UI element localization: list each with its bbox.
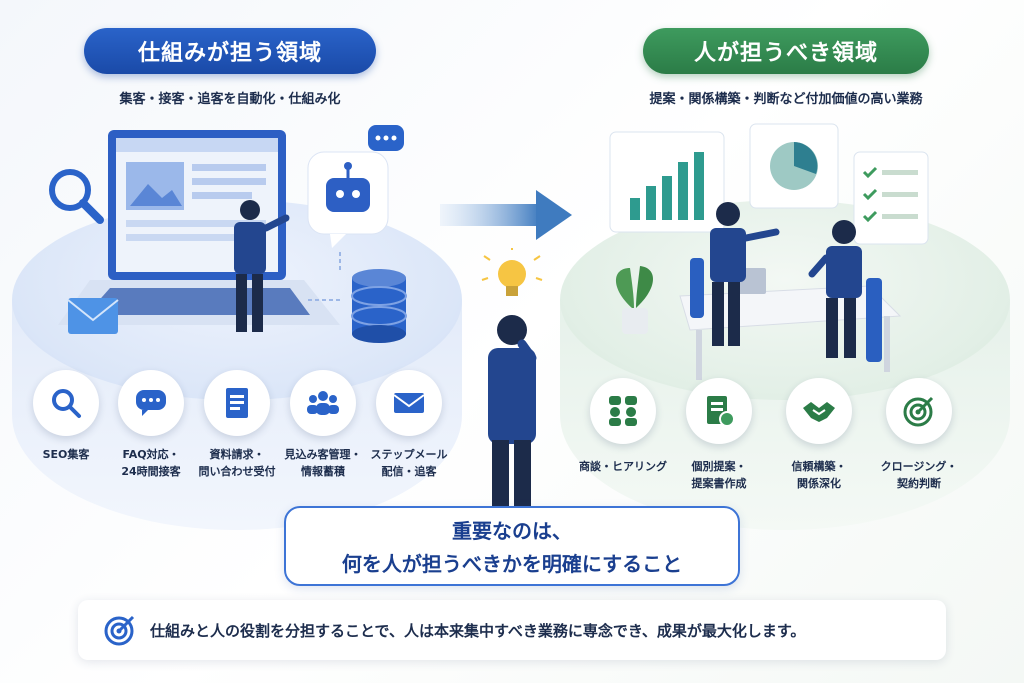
meeting-illustration xyxy=(609,123,929,380)
mail-icon xyxy=(393,393,425,413)
envelope-icon xyxy=(67,298,119,334)
trust-item-circle xyxy=(786,378,852,444)
mail-item-circle xyxy=(376,370,442,436)
right-item-label-2: 個別提案・ 提案書作成 xyxy=(691,460,747,491)
search-icon xyxy=(52,389,81,418)
businessman-figure-right xyxy=(808,220,882,362)
seo-item-circle xyxy=(33,370,99,436)
faq-item-circle xyxy=(118,370,184,436)
arrow-right-icon xyxy=(440,190,572,240)
key-message-box: 重要なのは、 何を人が担うべきかを明確にすること xyxy=(284,506,740,586)
left-item-label-2: FAQ対応・ 24時間接客 xyxy=(121,448,181,479)
left-item-label-5: ステップメール 配信・追客 xyxy=(370,448,448,479)
people-item-circle xyxy=(290,370,356,436)
laptop-icon xyxy=(58,130,340,325)
chatbot-icon xyxy=(307,125,404,248)
businessman-figure-left xyxy=(690,202,780,346)
conversation-icon xyxy=(609,396,637,426)
target-icon xyxy=(104,615,135,646)
closing-item-circle xyxy=(886,378,952,444)
proposal-item-circle xyxy=(686,378,752,444)
automation-illustration xyxy=(49,125,407,343)
right-item-label-1: 商談・ヒアリング xyxy=(579,460,667,473)
document-item-circle xyxy=(204,370,270,436)
database-icon xyxy=(351,269,407,343)
right-item-label-4: クロージング・ 契約判断 xyxy=(880,460,958,491)
businessman-figure xyxy=(234,200,290,332)
left-item-label-4: 見込み客管理・ 情報蓄積 xyxy=(284,448,362,479)
document-icon xyxy=(226,388,248,418)
handshake-icon xyxy=(803,402,835,422)
lightbulb-icon xyxy=(481,248,543,296)
key-message-line1: 重要なのは、 xyxy=(452,519,572,543)
footer-text: 仕組みと人の役割を分担することで、人は本来集中すべき業務に専念でき、成果が最大化… xyxy=(150,621,806,640)
checklist-icon xyxy=(853,151,929,245)
left-subtitle: 集客・接客・追客を自動化・仕組み化 xyxy=(119,92,341,107)
left-title: 仕組みが担う領域 xyxy=(84,28,376,74)
thinking-man-illustration xyxy=(481,248,543,510)
people-icon xyxy=(307,391,339,415)
meeting-item-circle xyxy=(590,378,656,444)
proposal-icon xyxy=(707,396,735,427)
plant-icon xyxy=(616,266,654,334)
chat-icon xyxy=(136,390,166,416)
footer-summary: 仕組みと人の役割を分担することで、人は本来集中すべき業務に専念でき、成果が最大化… xyxy=(78,600,946,660)
left-item-label-3: 資料請求・ 問い合わせ受付 xyxy=(198,448,276,479)
key-message-line2: 何を人が担うべきかを明確にすること xyxy=(341,552,683,576)
target-icon xyxy=(903,396,934,427)
right-subtitle: 提案・関係構築・判断など付加価値の高い業務 xyxy=(649,92,923,107)
bar-chart-icon xyxy=(609,131,725,233)
right-title: 人が担うべき領域 xyxy=(643,28,929,74)
right-item-label-3: 信頼構築・ 関係深化 xyxy=(791,460,847,491)
left-item-label-1: SEO集客 xyxy=(42,448,90,461)
pie-chart-icon xyxy=(749,123,839,209)
magnifier-icon xyxy=(49,169,104,224)
